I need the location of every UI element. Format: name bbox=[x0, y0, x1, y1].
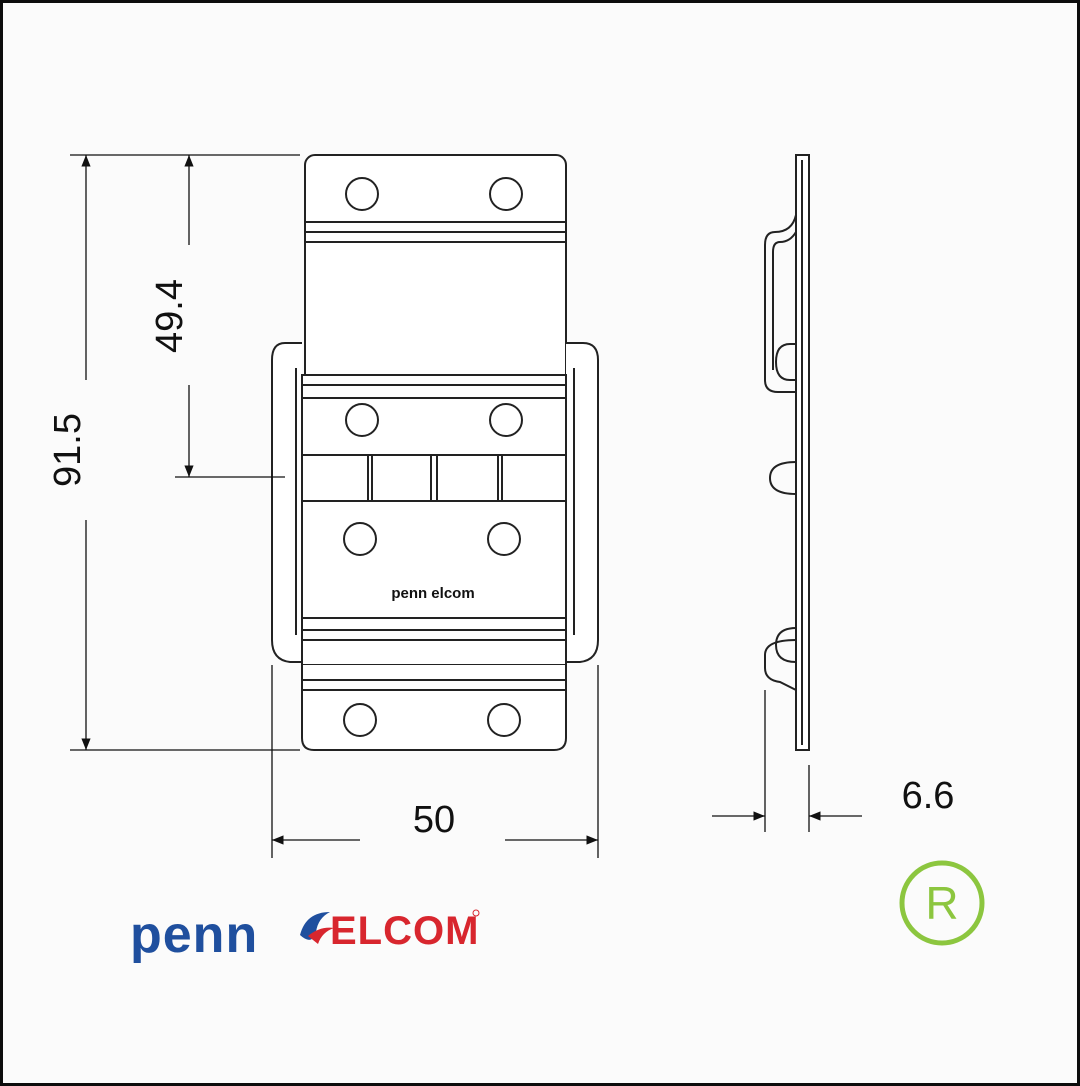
dim-width-label: 50 bbox=[413, 799, 455, 841]
dim-overall-height-label: 91.5 bbox=[47, 413, 89, 487]
hinge-front-view bbox=[271, 154, 599, 751]
right-flange bbox=[566, 342, 599, 663]
lower-leaf bbox=[301, 665, 567, 751]
registered-mark-icon: R bbox=[899, 860, 985, 946]
penn-elcom-logo: penn ELCOM bbox=[130, 906, 480, 964]
dim-thickness-label: 6.6 bbox=[902, 775, 955, 817]
logo-elcom-text: ELCOM bbox=[330, 909, 479, 953]
hinge-knuckle bbox=[301, 454, 567, 502]
mounting-holes bbox=[343, 177, 523, 737]
left-flange bbox=[271, 342, 302, 663]
logo-penn-text: penn bbox=[130, 906, 258, 964]
hinge-side-view bbox=[764, 154, 810, 751]
dimension-lines bbox=[70, 154, 862, 858]
logo-swirl-icon bbox=[300, 912, 334, 944]
dim-hinge-height-label: 49.4 bbox=[149, 279, 191, 353]
part-marking: penn elcom bbox=[391, 585, 474, 602]
registered-mark-letter: R bbox=[925, 877, 958, 929]
